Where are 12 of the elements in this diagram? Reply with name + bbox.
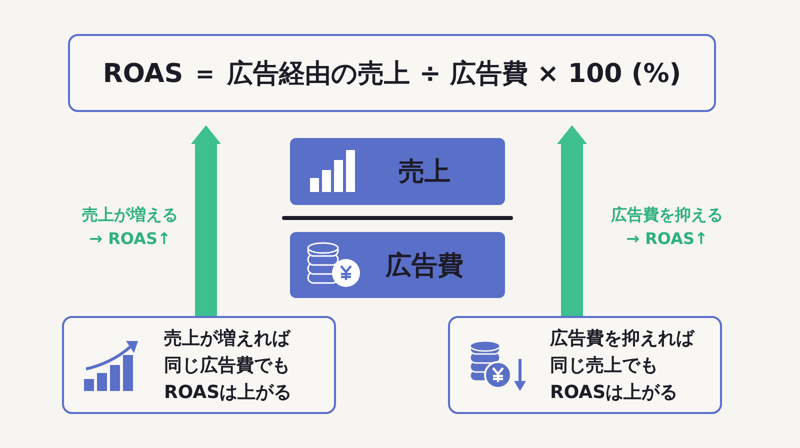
term-label: 売上 xyxy=(398,156,452,189)
numerator-box xyxy=(290,138,505,205)
note-text: 売上が増えれば同じ広告費でもROASは上がる xyxy=(164,326,293,404)
note-text: 広告費を抑えれば同じ売上でもROASは上がる xyxy=(550,326,696,404)
formula-box xyxy=(68,34,716,112)
denominator-box xyxy=(290,232,505,298)
note-box xyxy=(62,316,336,414)
note-box xyxy=(448,316,722,414)
arrow xyxy=(191,125,221,316)
formula-text: ROAS ＝ 広告経由の売上 ÷ 広告費 × 100 (%) xyxy=(102,58,682,90)
term-label: 広告費 xyxy=(384,250,464,282)
arrow xyxy=(557,125,587,316)
